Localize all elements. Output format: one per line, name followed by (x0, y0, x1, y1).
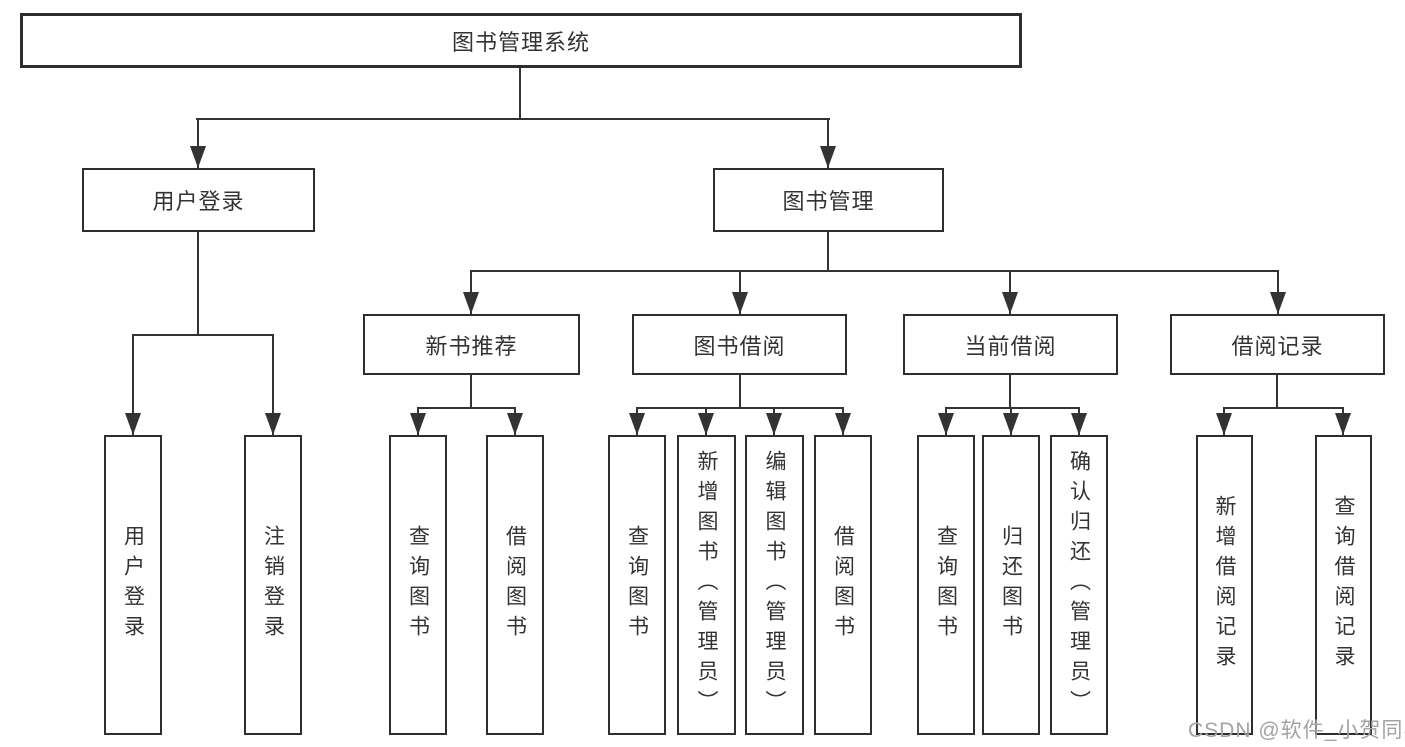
edge-user-login-rail (132, 334, 274, 336)
arrow-bb-add (698, 413, 714, 435)
leaf-cb-query-books: 查询图书 (917, 435, 975, 735)
edge-new-book-rec-stem (470, 375, 472, 408)
edge-book-borrow-rail (636, 407, 844, 409)
edge-book-mgmt-rail (470, 270, 1279, 272)
arrow-leaf-user-login (125, 413, 141, 435)
leaf-rec-borrow-books: 借阅图书 (486, 435, 544, 735)
leaf-bb-edit-books: 编辑图书（管理员） (745, 435, 804, 735)
leaf-bb-query-books: 查询图书 (608, 435, 666, 735)
leaf-rec-query-books: 查询图书 (389, 435, 447, 735)
edge-current-borrow-stem (1009, 375, 1011, 408)
arrow-br-add (1216, 413, 1232, 435)
edge-book-mgmt-drop (827, 119, 829, 168)
node-root: 图书管理系统 (20, 13, 1022, 68)
leaf-br-add-record: 新增借阅记录 (1196, 435, 1253, 735)
arrow-book-mgmt (820, 146, 836, 168)
arrow-rec-borrow (507, 413, 523, 435)
node-new-book-recommend: 新书推荐 (363, 314, 580, 375)
arrow-cb-confirm (1071, 413, 1087, 435)
csdn-watermark: CSDN @软件_小贺同学 (1188, 719, 1405, 742)
leaf-logout: 注销登录 (244, 435, 302, 735)
edge-borrow-records-stem (1276, 375, 1278, 408)
arrow-new-book-rec (463, 292, 479, 314)
edge-user-login-stem (197, 232, 199, 335)
arrow-bb-query (629, 413, 645, 435)
edge-root-stem (519, 68, 521, 119)
arrow-leaf-logout (265, 413, 281, 435)
leaf-cb-return-books: 归还图书 (982, 435, 1040, 735)
edge-book-mgmt-stem (827, 232, 829, 272)
arrow-cb-query (938, 413, 954, 435)
arrow-rec-query (410, 413, 426, 435)
node-user-login: 用户登录 (82, 168, 315, 232)
leaf-bb-add-books: 新增图书（管理员） (677, 435, 736, 735)
node-book-borrow: 图书借阅 (632, 314, 847, 375)
edge-borrow-records-rail (1223, 407, 1344, 409)
arrow-cb-return (1003, 413, 1019, 435)
arrow-borrow-records (1270, 292, 1286, 314)
edge-leaf-user-login-drop (132, 335, 134, 435)
edge-leaf-logout-drop (272, 335, 274, 435)
arrow-bb-borrow (835, 413, 851, 435)
arrow-bb-edit (766, 413, 782, 435)
node-borrow-records: 借阅记录 (1170, 314, 1385, 375)
edge-new-book-rec-rail (417, 407, 516, 409)
edge-current-borrow-rail (945, 407, 1080, 409)
arrow-book-borrow (732, 292, 748, 314)
leaf-cb-confirm-return: 确认归还（管理员） (1050, 435, 1108, 735)
node-book-management: 图书管理 (713, 168, 944, 232)
arrow-current-borrow (1002, 292, 1018, 314)
leaf-bb-borrow-books: 借阅图书 (814, 435, 872, 735)
edge-user-login-drop (197, 119, 199, 168)
edge-root-rail (196, 118, 830, 120)
edge-book-borrow-stem (739, 375, 741, 408)
node-current-borrow: 当前借阅 (903, 314, 1118, 375)
leaf-br-query-record: 查询借阅记录 (1315, 435, 1372, 735)
arrow-br-query (1335, 413, 1351, 435)
arrow-user-login (190, 146, 206, 168)
leaf-user-login: 用户登录 (104, 435, 162, 735)
